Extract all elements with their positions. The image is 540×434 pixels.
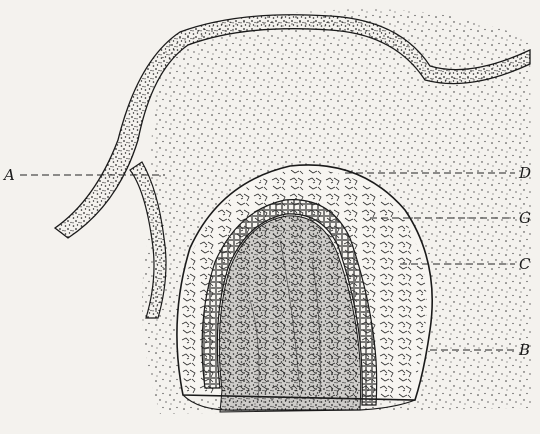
label-d: D (518, 164, 531, 182)
label-a: A (2, 166, 15, 184)
label-g: G (519, 209, 531, 227)
label-b: B (518, 341, 530, 359)
label-c: C (519, 255, 531, 273)
